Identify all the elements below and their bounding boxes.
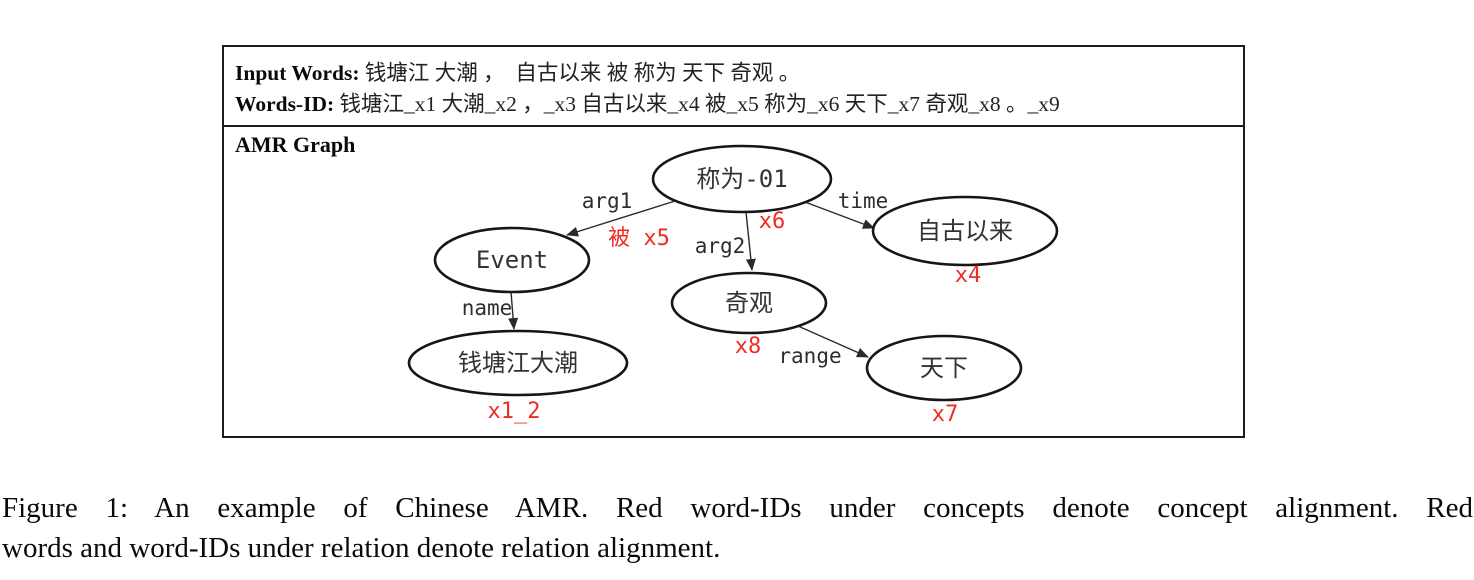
node-label-zigu-yilai: 自古以来 [917,217,1013,245]
node-alignment-qiantangjiang-dachao: x1_2 [488,399,541,424]
node-ellipse-zigu-yilai [871,195,1059,267]
input-words-line: Input Words: 钱塘江 大潮 ， 自古以来 被 称为 天下 奇观 。 [235,58,1231,89]
edge-arrow-arg1 [566,200,676,237]
edge-label-name: name [462,296,513,320]
node-alignment-tianxia: x7 [932,402,959,427]
node-label-chengwei-01: 称为-01 [696,165,787,193]
figure-caption-line-1: Figure 1: An example of Chinese AMR. Red… [2,492,1473,524]
node-alignment-zigu-yilai: x4 [955,263,982,288]
node-label-tianxia: 天下 [920,354,968,382]
node-ellipse-tianxia [865,334,1023,402]
edge-label-arg1: arg1 [582,189,633,213]
node-ellipse-chengwei-01 [651,144,833,214]
edge-label-arg2: arg2 [695,234,746,258]
input-words-text: 钱塘江 大潮 ， 自古以来 被 称为 天下 奇观 。 [359,61,801,85]
node-ellipse-qiantangjiang-dachao [407,329,629,397]
node-ellipse-event [433,226,591,294]
amr-graph-title: AMR Graph [235,132,356,157]
edge-arrow-time [804,201,875,229]
input-words-label: Input Words: [235,61,360,85]
edge-arrow-range [797,325,869,358]
edge-label-range: range [778,344,841,368]
node-label-event: Event [476,246,548,274]
edge-label-time: time [838,189,889,213]
words-id-text: 钱塘江_x1 大潮_x2 ，_x3 自古以来_x4 被_x5 称为_x6 天下_… [334,92,1060,116]
node-alignment-chengwei-01: x6 [759,209,786,234]
words-id-line: Words-ID: 钱塘江_x1 大潮_x2 ，_x3 自古以来_x4 被_x5… [235,89,1231,120]
figure-caption: Figure 1: An example of Chinese AMR. Red… [2,488,1473,568]
node-label-qiguan: 奇观 [725,289,773,317]
edge-arrow-arg2 [745,211,756,271]
edge-arrow-name [508,291,519,330]
words-id-label: Words-ID: [235,92,335,116]
node-alignment-qiguan: x8 [735,334,762,359]
figure-caption-line-2: words and word-IDs under relation denote… [2,532,721,564]
input-words-panel: Input Words: 钱塘江 大潮 ， 自古以来 被 称为 天下 奇观 。 … [224,47,1243,127]
example-box: Input Words: 钱塘江 大潮 ， 自古以来 被 称为 天下 奇观 。 … [222,45,1245,438]
node-ellipse-qiguan [670,271,828,335]
node-label-qiantangjiang-dachao: 钱塘江大潮 [458,349,578,377]
amr-graph-panel: AMR Graph arg1 被 x5 arg2 time name range 称为-01… [224,127,1243,436]
edge-alignment-arg1: 被 x5 [608,226,670,251]
